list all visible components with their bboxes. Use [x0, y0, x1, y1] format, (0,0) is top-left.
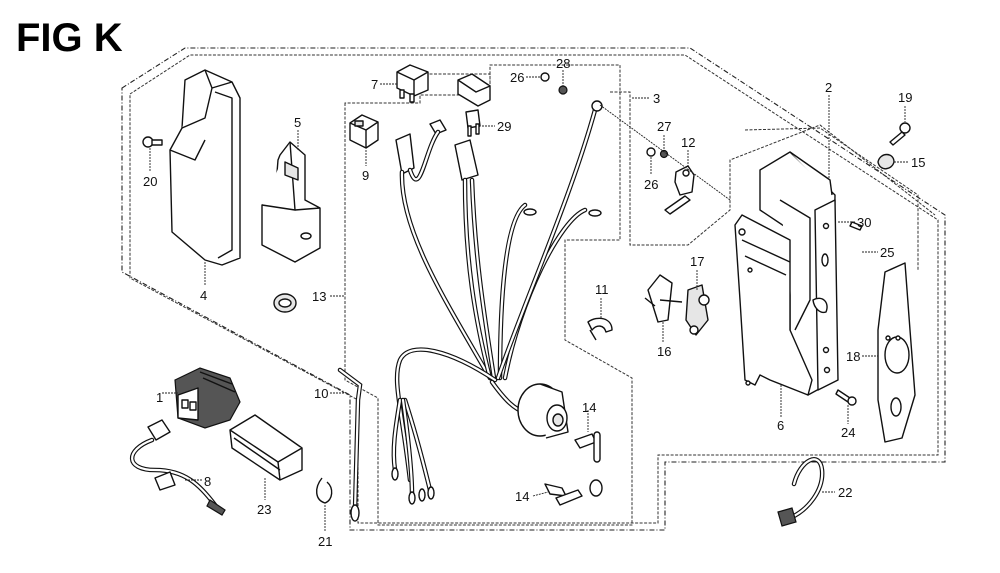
assembly-boundary: [121, 47, 946, 531]
part-19-bolt[interactable]: [889, 122, 911, 146]
callout-23[interactable]: 23: [257, 502, 271, 517]
callout-20[interactable]: 20: [143, 174, 157, 189]
callout-10[interactable]: 10: [314, 386, 328, 401]
part-25-screw[interactable]: [849, 221, 863, 231]
part-4-cover[interactable]: [169, 69, 241, 266]
callout-24[interactable]: 24: [841, 425, 855, 440]
callout-26-top[interactable]: 26: [510, 70, 524, 85]
callout-3[interactable]: 3: [653, 91, 660, 106]
callout-18[interactable]: 18: [846, 349, 860, 364]
callout-14-lower[interactable]: 14: [515, 489, 529, 504]
callout-17[interactable]: 17: [690, 254, 704, 269]
part-23-box[interactable]: [229, 414, 303, 481]
callout-29[interactable]: 29: [497, 119, 511, 134]
callout-19[interactable]: 19: [898, 90, 912, 105]
callout-30[interactable]: 30: [857, 215, 871, 230]
callout-2[interactable]: 2: [825, 80, 832, 95]
part-16-switch[interactable]: [644, 274, 683, 323]
part-1-regulator[interactable]: [174, 367, 241, 429]
callout-7[interactable]: 7: [371, 77, 378, 92]
leader-lines: [149, 70, 908, 532]
part-28-washer[interactable]: [558, 85, 568, 95]
callout-labels: 1 2 3 4 5 6 7 8 9 10 11 12 13 14 14 15 1…: [143, 56, 925, 549]
part-26-nut-right[interactable]: [646, 147, 656, 157]
part-11-clip[interactable]: [587, 317, 613, 341]
callout-21[interactable]: 21: [318, 534, 332, 549]
callout-1[interactable]: 1: [156, 390, 163, 405]
part-7-relay[interactable]: [396, 64, 429, 103]
callout-6[interactable]: 6: [777, 418, 784, 433]
callout-12[interactable]: 12: [681, 135, 695, 150]
part-26-nut-top[interactable]: [540, 72, 550, 82]
callout-28[interactable]: 28: [556, 56, 570, 71]
part-5-bracket[interactable]: [261, 141, 321, 263]
callout-8[interactable]: 8: [204, 474, 211, 489]
part-24-bolt[interactable]: [835, 389, 857, 406]
part-18-plate[interactable]: [877, 262, 916, 443]
part-9-connector[interactable]: [349, 114, 379, 149]
part-10-strap[interactable]: [337, 367, 363, 522]
callout-13[interactable]: 13: [312, 289, 326, 304]
part-20-screw[interactable]: [142, 136, 163, 148]
grommet[interactable]: [273, 293, 297, 313]
callout-15[interactable]: 15: [911, 155, 925, 170]
callout-25[interactable]: 25: [880, 245, 894, 260]
callout-9[interactable]: 9: [362, 168, 369, 183]
part-8-wire-connector[interactable]: [130, 419, 226, 516]
part-30-panel[interactable]: [812, 199, 839, 391]
ignition-switch[interactable]: [517, 383, 569, 439]
callout-27[interactable]: 27: [657, 119, 671, 134]
callout-16[interactable]: 16: [657, 344, 671, 359]
part-21-clip[interactable]: [316, 477, 333, 504]
fuse-cover[interactable]: [457, 73, 491, 107]
callout-22[interactable]: 22: [838, 485, 852, 500]
part-13-wire-harness[interactable]: [391, 100, 603, 505]
part-17-breaker[interactable]: [685, 284, 710, 336]
callout-11[interactable]: 11: [595, 282, 609, 297]
part-15-clip-nut[interactable]: [877, 153, 895, 170]
callout-5[interactable]: 5: [294, 115, 301, 130]
part-14-key-lower[interactable]: [544, 479, 603, 506]
part-29-fuse[interactable]: [465, 109, 481, 137]
part-14-key-upper[interactable]: [574, 431, 601, 463]
part-12-terminal[interactable]: [664, 165, 695, 215]
callout-4[interactable]: 4: [200, 288, 207, 303]
figure-title: FIG K: [16, 16, 123, 60]
part-22-cable-strap[interactable]: [777, 457, 825, 527]
control-panel-boundary: [610, 91, 936, 270]
part-6-bracket-panel[interactable]: [734, 214, 813, 396]
callout-14-upper[interactable]: 14: [582, 400, 596, 415]
callout-26-right[interactable]: 26: [644, 177, 658, 192]
part-27-washer[interactable]: [659, 149, 669, 159]
